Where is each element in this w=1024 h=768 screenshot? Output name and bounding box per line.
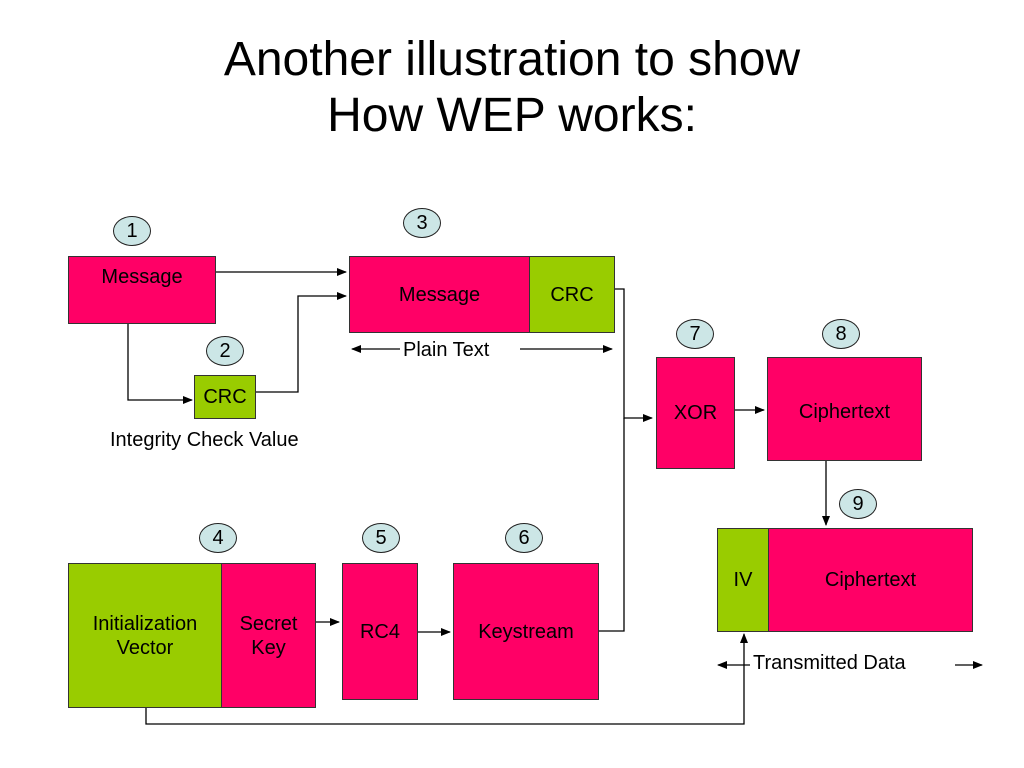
rc4-block-label: RC4	[359, 620, 400, 643]
iv-line-1: Initialization	[92, 612, 198, 635]
transmitted-iv-block: IV	[717, 528, 769, 632]
secret-key-line-1: Secret	[239, 612, 298, 635]
step-5-badge: 5	[362, 523, 400, 553]
keystream-block: Keystream	[453, 563, 599, 700]
message-block: Message	[68, 256, 216, 324]
step-9-badge: 9	[839, 489, 877, 519]
title-line-1: Another illustration to show	[223, 33, 801, 86]
transmitted-data-label: Transmitted Data	[750, 651, 909, 675]
step-8-badge: 8	[822, 319, 860, 349]
step-6-badge: 6	[505, 523, 543, 553]
slide-title: Another illustration to show How WEP wor…	[0, 32, 1024, 144]
message-block-label: Message	[101, 266, 183, 288]
plaintext-message-block: Message	[349, 256, 530, 333]
arrow-message-to-crc	[127, 324, 193, 404]
step-2-badge: 2	[206, 336, 244, 366]
arrow-crc-to-plaintext	[256, 292, 347, 393]
arrow-keystream-to-xor	[599, 418, 625, 632]
plaintext-crc-block: CRC	[529, 256, 615, 333]
secret-key-line-2: Key	[251, 636, 286, 659]
keystream-block-label: Keystream	[478, 620, 574, 643]
arrow-plaintext-to-xor	[615, 288, 653, 422]
step-3-badge: 3	[403, 208, 441, 238]
step-4-badge: 4	[199, 523, 237, 553]
crc-block: CRC	[194, 375, 256, 419]
xor-block-label: XOR	[673, 402, 718, 424]
title-line-2: How WEP works:	[327, 89, 697, 142]
step-1-badge: 1	[113, 216, 151, 246]
arrow-iv-to-transmitted	[145, 633, 748, 725]
xor-block: XOR	[656, 357, 735, 469]
plaintext-label: Plain Text	[400, 338, 493, 362]
rc4-block: RC4	[342, 563, 418, 700]
transmitted-iv-label: IV	[733, 569, 753, 591]
plaintext-crc-label: CRC	[550, 284, 594, 306]
crc-block-label: CRC	[203, 386, 247, 408]
transmitted-ciphertext-label: Ciphertext	[824, 569, 917, 591]
transmitted-ciphertext-block: Ciphertext	[768, 528, 973, 632]
step-7-badge: 7	[676, 319, 714, 349]
integrity-check-value-label: Integrity Check Value	[110, 428, 299, 452]
ciphertext-block-label: Ciphertext	[798, 401, 891, 423]
iv-line-2: Vector	[116, 636, 174, 659]
plaintext-message-label: Message	[398, 283, 481, 306]
ciphertext-block: Ciphertext	[767, 357, 922, 461]
